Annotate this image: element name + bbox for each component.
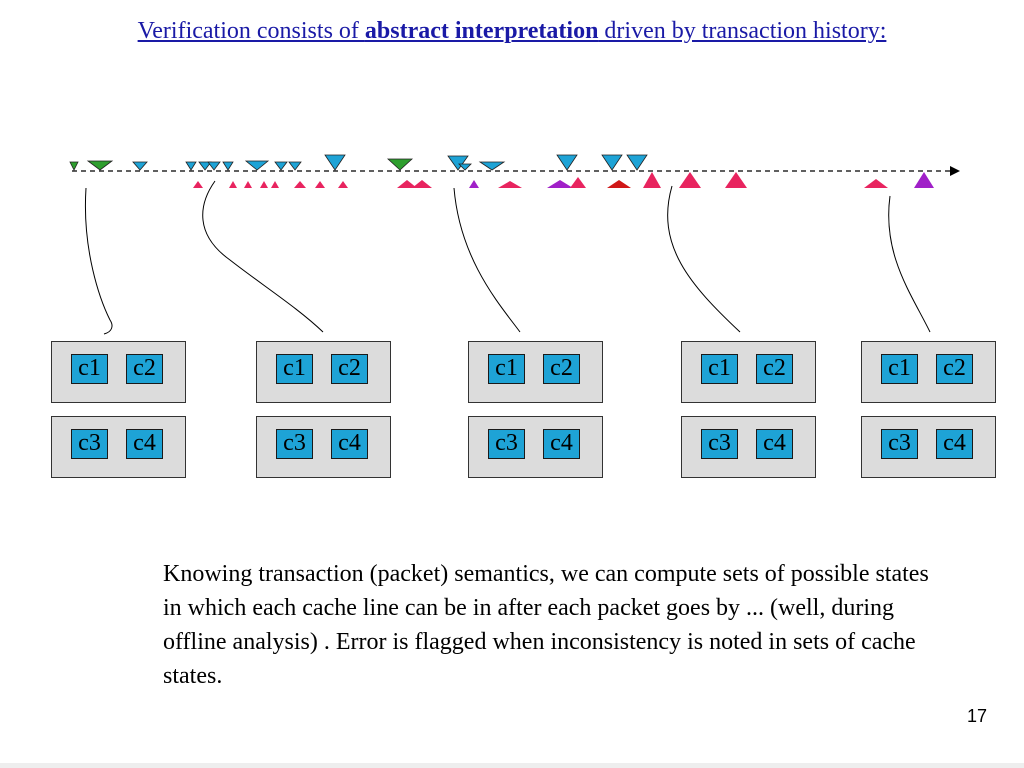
cache-label-c4: c4: [756, 429, 793, 459]
packet-marker-up: [412, 180, 432, 188]
packet-marker-down: [222, 161, 234, 171]
page-number: 17: [966, 706, 987, 726]
packet-marker-down: [132, 161, 148, 171]
cache-label-c4: c4: [543, 429, 580, 459]
packet-marker-down: [244, 160, 270, 171]
packet-marker-up: [294, 181, 306, 188]
packet-marker-up: [498, 181, 522, 188]
cache-pair-box: c1 c2: [51, 341, 186, 403]
packet-marker-down: [601, 154, 623, 171]
packet-marker-up: [271, 181, 279, 188]
packet-marker-up: [547, 180, 573, 188]
title-prefix: Verification consists of: [137, 18, 365, 44]
packet-marker-down: [386, 158, 414, 171]
cache-label-c2: c2: [126, 354, 163, 384]
cache-label-c1: c1: [488, 354, 525, 384]
packet-marker-down: [69, 161, 79, 171]
packet-marker-up: [570, 177, 586, 188]
packet-marker-up: [397, 180, 417, 188]
packet-marker-up: [607, 180, 631, 188]
packet-marker-up: [260, 181, 268, 188]
packet-marker-up: [229, 181, 237, 188]
cache-label-c3: c3: [276, 429, 313, 459]
packet-marker-down: [198, 161, 212, 171]
connector-5: [888, 195, 931, 333]
packet-marker-up: [864, 179, 888, 188]
packet-marker-up: [244, 181, 252, 188]
cache-label-c3: c3: [701, 429, 738, 459]
cache-pair-box: c1 c2: [256, 341, 391, 403]
cache-pair-box: c1 c2: [468, 341, 603, 403]
connector-4: [667, 185, 741, 333]
packet-marker-down: [447, 155, 469, 171]
cache-pair-box: c3 c4: [51, 416, 186, 478]
transaction-timeline-diagram: [69, 154, 960, 335]
slide-title: Verification consists of abstract interp…: [0, 18, 1024, 45]
cache-label-c2: c2: [543, 354, 580, 384]
packet-markers: [69, 154, 934, 188]
cache-label-c4: c4: [936, 429, 973, 459]
cache-pair-box: c1 c2: [861, 341, 996, 403]
cache-label-c1: c1: [276, 354, 313, 384]
cache-pair-box: c1 c2: [681, 341, 816, 403]
packet-marker-up: [914, 172, 934, 188]
cache-label-c3: c3: [881, 429, 918, 459]
cache-pair-box: c3 c4: [681, 416, 816, 478]
connector-1: [84, 187, 113, 335]
cache-pair-box: c3 c4: [861, 416, 996, 478]
cache-pair-box: c3 c4: [468, 416, 603, 478]
connector-2: [202, 180, 324, 333]
snapshot-connectors: [84, 180, 931, 335]
cache-label-c2: c2: [756, 354, 793, 384]
packet-marker-down: [207, 161, 221, 171]
packet-marker-up: [315, 181, 325, 188]
cache-label-c1: c1: [71, 354, 108, 384]
cache-label-c3: c3: [71, 429, 108, 459]
connector-3: [453, 187, 521, 333]
cache-label-c2: c2: [936, 354, 973, 384]
packet-marker-down: [86, 160, 114, 171]
packet-marker-down: [458, 163, 472, 171]
footer-bar: [0, 763, 1024, 768]
packet-marker-up: [338, 181, 348, 188]
timeline-arrowhead: [950, 166, 960, 176]
cache-label-c1: c1: [881, 354, 918, 384]
packet-marker-down: [556, 154, 578, 171]
title-suffix: driven by transaction history:: [598, 18, 887, 44]
packet-marker-down: [274, 161, 288, 171]
cache-label-c4: c4: [126, 429, 163, 459]
cache-label-c2: c2: [331, 354, 368, 384]
packet-marker-down: [185, 161, 197, 171]
description-text: Knowing transaction (packet) semantics, …: [163, 561, 929, 689]
packet-marker-up: [643, 172, 661, 188]
cache-label-c3: c3: [488, 429, 525, 459]
cache-label-c1: c1: [701, 354, 738, 384]
packet-marker-up: [679, 172, 701, 188]
packet-marker-down: [324, 154, 346, 171]
cache-label-c4: c4: [331, 429, 368, 459]
packet-marker-up: [469, 180, 479, 188]
packet-marker-down: [288, 161, 302, 171]
packet-marker-up: [725, 172, 747, 188]
packet-marker-down: [478, 161, 506, 171]
title-emphasis: abstract interpretation: [364, 18, 599, 44]
packet-marker-up: [193, 181, 203, 188]
cache-pair-box: c3 c4: [256, 416, 391, 478]
packet-marker-down: [626, 154, 648, 171]
